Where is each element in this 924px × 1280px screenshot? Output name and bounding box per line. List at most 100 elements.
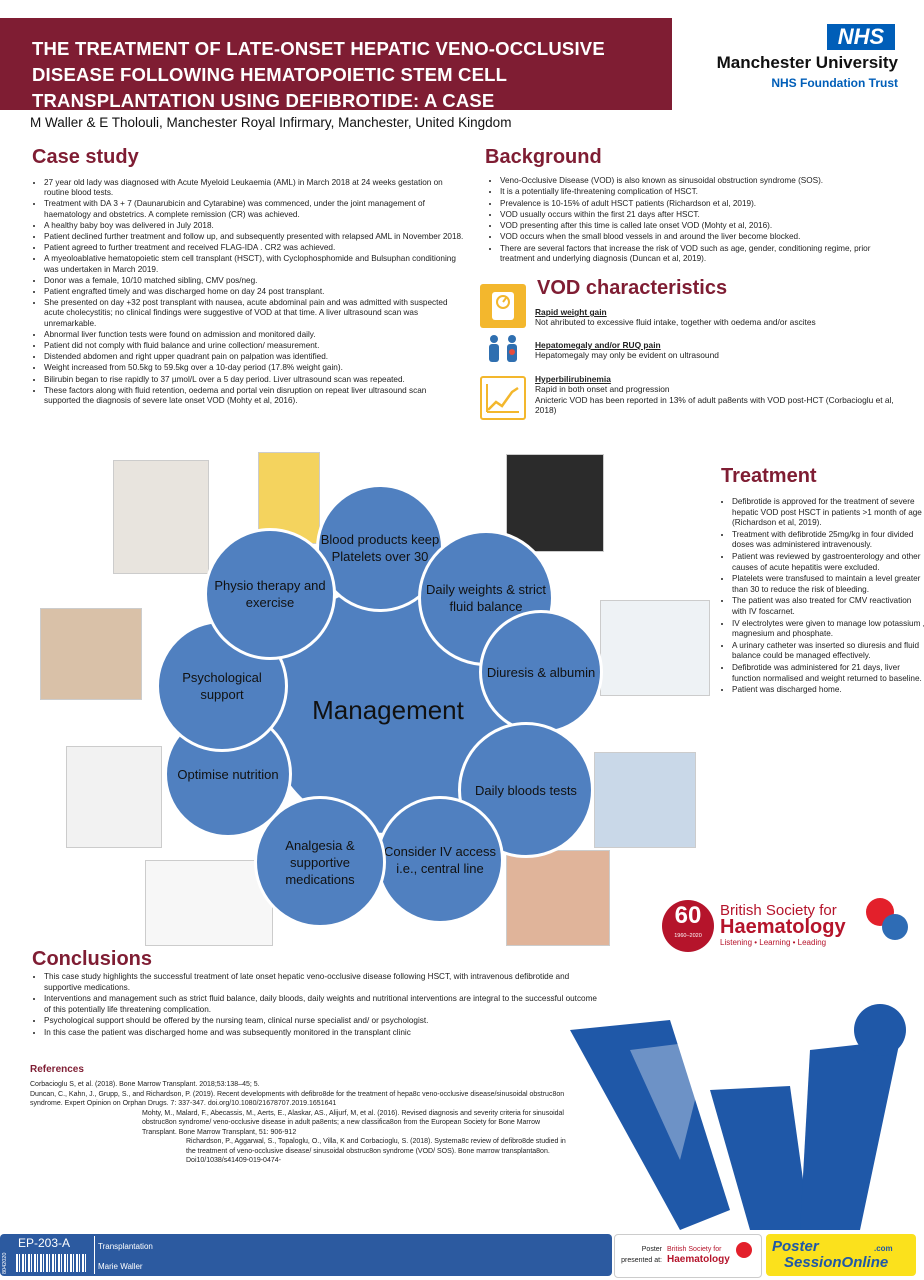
list-item: VOD usually occurs within the first 21 d… [500,210,900,220]
case-study-list: 27 year old lady was diagnosed with Acut… [30,178,464,407]
poster-code: EP-203-A [18,1236,71,1250]
vod-item-text: Not ahributed to excessive fluid intake,… [535,317,816,327]
reference-item: Richardson, P., Aggarwal, S., Topaloglu,… [186,1138,566,1164]
list-item: Abnormal liver function tests were found… [44,330,464,340]
presented-label: Poster [641,1246,662,1253]
list-item: Donor was a female, 10/10 matched siblin… [44,276,464,286]
management-node-diuresis: Diuresis & albumin [479,610,603,734]
title-banner [0,18,672,110]
presented-org: Haematology [667,1254,730,1265]
treatment-heading: Treatment [721,465,817,487]
case-study-heading: Case study [32,146,139,168]
list-item: Patient agreed to further treatment and … [44,243,464,253]
list-item: A myeoloablative hematopoietic stem cell… [44,254,464,274]
vod-heading: VOD characteristics [537,277,728,299]
list-item: Veno-Occlusive Disease (VOD) is also kno… [500,176,900,186]
management-node-analgesia: Analgesia & supportive medications [254,796,386,928]
reference-item: Duncan, C., Kahn, J., Grupp, S., and Ric… [30,1090,565,1108]
list-item: 27 year old lady was diagnosed with Acut… [44,178,464,198]
management-node-label: Optimise nutrition [177,766,279,782]
presented-org: British Society for [667,1246,722,1253]
central-line-photo [506,850,610,946]
vod-item-title: Hepatomegaly and/or RUQ pain [535,340,661,350]
bsh-anniversary-number: 60 [674,902,702,929]
list-item: The patient was also treated for CMV rea… [732,596,924,617]
footer-divider [94,1236,95,1274]
list-item: Patient did not comply with fluid balanc… [44,341,464,351]
list-item: Distended abdomen and right upper quadra… [44,352,464,362]
list-item: There are several factors that increase … [500,244,900,265]
blood-tubes-photo [594,752,696,848]
treatment-list: Defibrotide is approved for the treatmen… [718,497,924,697]
management-node-label: Diuresis & albumin [486,664,596,680]
list-item: Defibrotide was administered for 21 days… [732,663,924,684]
footer-bar [0,1234,612,1276]
management-node-label: Physio therapy and exercise [214,578,326,610]
list-item: Psychological support should be offered … [44,1016,604,1027]
management-node-label: Blood products keep Platelets over 30 [320,532,440,564]
bsh-line1: British Society for [720,902,837,919]
list-item: Weight increased from 50.5kg to 59.5kg o… [44,363,464,373]
vod-item: Hepatomegaly and/or RUQ pain Hepatomegal… [535,340,895,361]
list-item: Patient engrafted timely and was dischar… [44,287,464,297]
list-item: Treatment with DA 3 + 7 (Daunarubicin an… [44,199,464,219]
footer-author: Marie Waller [98,1262,143,1271]
vod-item: Hyperbilirubinemia Rapid in both onset a… [535,374,895,416]
references-heading: References [30,1064,84,1075]
list-item: Patient was reviewed by gastroenterology… [732,552,924,573]
reference-item: Mohty, M., Malard, F., Abecassis, M., Ae… [142,1109,564,1136]
bsh-line2: Haematology [720,916,846,938]
vod-item: Rapid weight gain Not ahributed to exces… [535,307,895,328]
scale-photo [506,454,604,552]
list-item: Defibrotide is approved for the treatmen… [732,497,924,529]
list-item: Bilirubin began to rise rapidly to 37 µm… [44,375,464,385]
org-subtitle: NHS Foundation Trust [771,76,898,90]
vod-item-text: Hepatomegaly may only be evident on ultr… [535,350,719,360]
management-node-daily-bloods: Daily bloods tests [458,722,594,858]
list-item: Platelets were transfused to maintain a … [732,574,924,595]
list-item: A healthy baby boy was delivered in July… [44,221,464,231]
defibrotide-box-photo [145,860,273,946]
barcode [16,1254,88,1272]
list-item: This case study highlights the successfu… [44,972,604,993]
vod-item-text: Rapid in both onset and progression Anic… [535,384,894,415]
conference-logo-graphic [570,1004,906,1230]
reference-item: Corbacioglu S, et al. (2018). Bone Marro… [30,1081,260,1088]
management-node-label: Daily weights & strict fluid balance [426,582,546,614]
list-item: Treatment with defibrotide 25mg/kg in fo… [732,530,924,551]
list-item: It is a potentially life-threatening com… [500,187,900,197]
authors: M Waller & E Tholouli, Manchester Royal … [30,115,512,130]
weight-scale-icon [480,284,526,328]
presented-logo-dot [736,1242,752,1258]
background-list: Veno-Occlusive Disease (VOD) is also kno… [486,176,900,265]
list-item: In this case the patient was discharged … [44,1028,604,1039]
management-node-label: Daily bloods tests [475,782,577,798]
management-center-label: Management [312,694,464,725]
list-item: Prevalence is 10-15% of adult HSCT patie… [500,199,900,209]
conclusions-list: This case study highlights the successfu… [30,972,604,1040]
list-item: A urinary catheter was inserted so diure… [732,641,924,662]
poster-title: THE TREATMENT OF LATE-ONSET HEPATIC VENO… [32,38,605,111]
abdomen-icon [480,330,526,374]
list-item: IV electrolytes were given to manage low… [732,619,924,640]
support-hands-photo [40,608,142,700]
references-list: Corbacioglu S, et al. (2018). Bone Marro… [30,1080,570,1166]
patient-drip-photo [66,746,162,848]
vod-item-title: Rapid weight gain [535,307,607,317]
presented-at-box [614,1234,762,1278]
brand-domain: .com [874,1244,893,1253]
vod-item-title: Hyperbilirubinemia [535,374,611,384]
footer-vertical-id: 8042020 [2,1252,8,1274]
nhs-logo: NHS [827,24,895,50]
management-node-label: Analgesia & supportive medications [285,837,355,887]
list-item: VOD occurs when the small blood vessels … [500,232,900,242]
list-item: Patient declined further treatment and f… [44,232,464,242]
background-heading: Background [485,146,602,168]
brand-name: Poster [772,1238,819,1255]
management-node-physio: Physio therapy and exercise [204,528,336,660]
brand-name: SessionOnline [784,1254,889,1271]
list-item: She presented on day +32 post transplant… [44,298,464,329]
management-node-iv-access: Consider IV access i.e., central line [376,796,504,924]
list-item: These factors along with fluid retention… [44,386,464,406]
albumin-photo [600,600,710,696]
